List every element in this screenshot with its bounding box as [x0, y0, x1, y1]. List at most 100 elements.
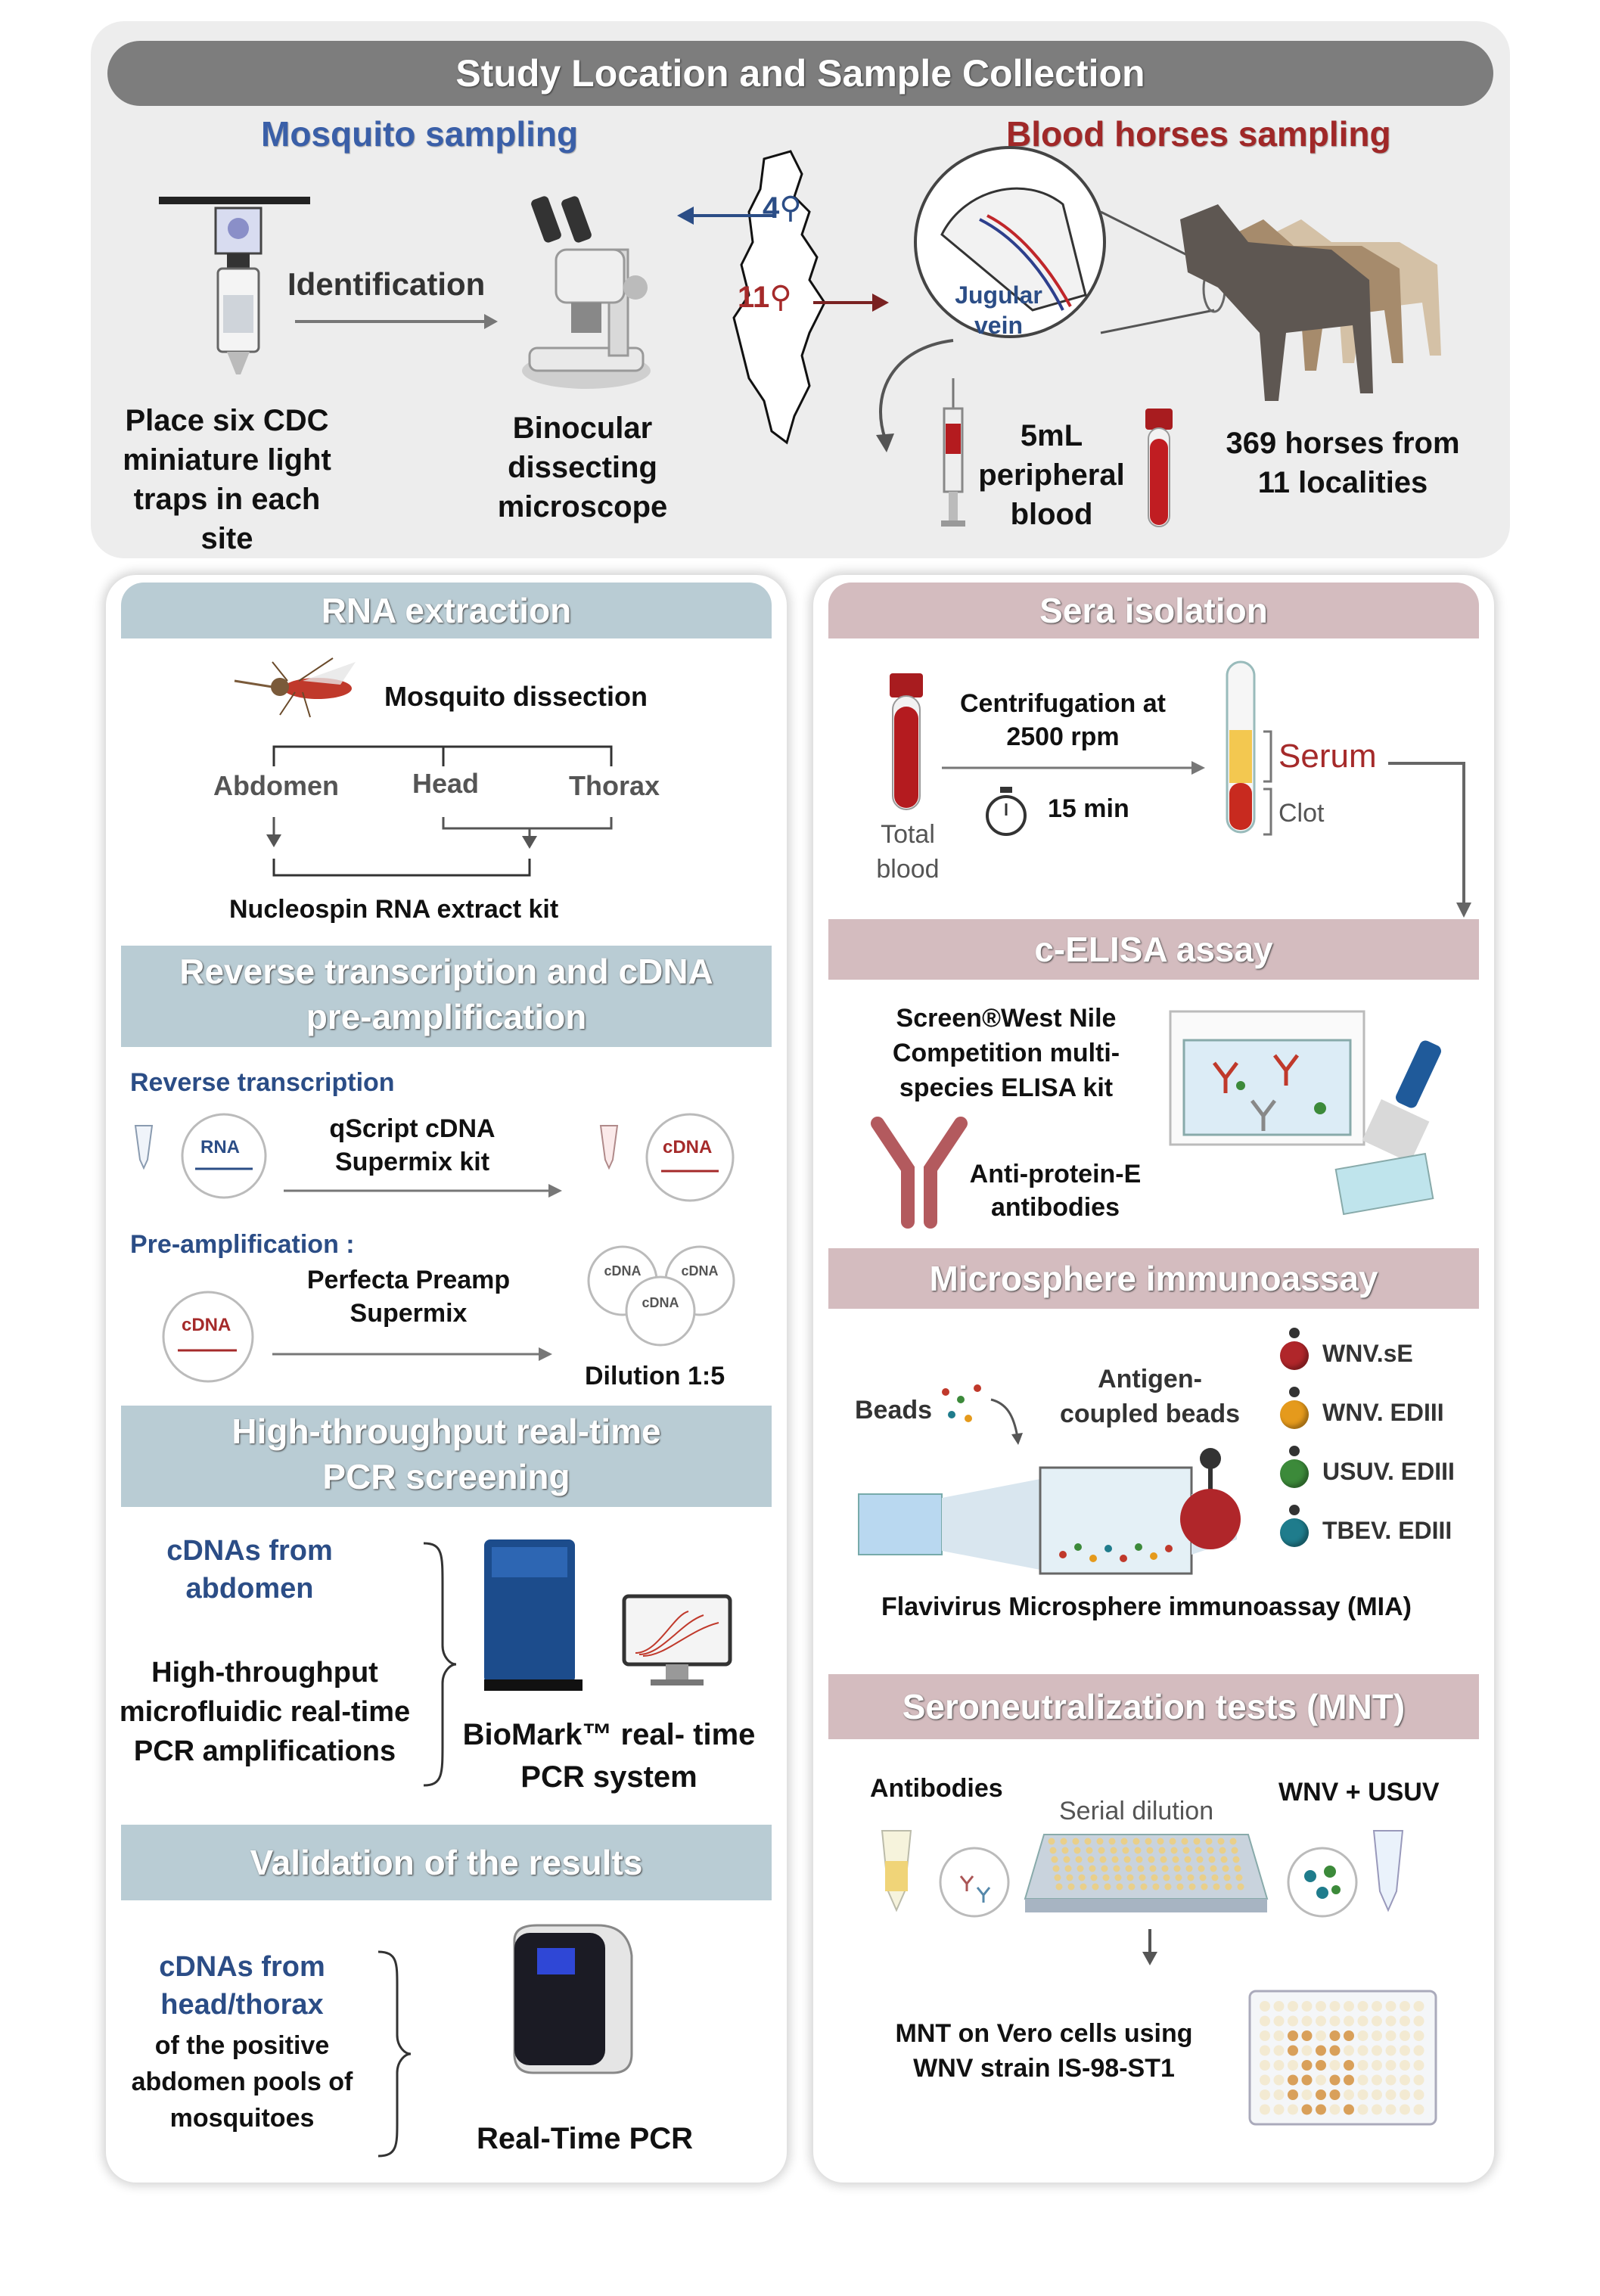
plate-well — [1260, 2030, 1270, 2041]
mnt-description: MNT on Vero cells using WNV strain IS-98… — [895, 2019, 1193, 2083]
biomark-system-label: BioMark™ real- time PCR system — [462, 1718, 756, 1794]
plate-well — [1061, 1847, 1069, 1854]
thorax-label: Thorax — [569, 770, 660, 801]
plate-well — [1126, 1874, 1134, 1881]
plate-well — [1316, 2001, 1326, 2012]
plate-well — [1237, 1883, 1244, 1891]
light-trap-icon — [159, 197, 310, 374]
plate-well — [1273, 2030, 1285, 2041]
plate-well — [1073, 1847, 1081, 1854]
plate-well — [1211, 1874, 1219, 1881]
plate-well — [1148, 1856, 1155, 1863]
legend-item: TBEV. EDIII — [1278, 1505, 1483, 1564]
plate-well — [1301, 2045, 1313, 2056]
plate-well — [1400, 2001, 1410, 2012]
plate-well — [1232, 1856, 1240, 1863]
plate-well — [1151, 1874, 1158, 1881]
plate-well — [1260, 2104, 1270, 2115]
vero-plate-icon — [1248, 1990, 1437, 2126]
plate-well — [1051, 1856, 1058, 1863]
plate-well — [1136, 1856, 1143, 1863]
preamp-label: Pre-amplification : — [130, 1230, 355, 1259]
stopwatch-icon — [986, 787, 1027, 836]
plate-well — [1260, 2060, 1270, 2071]
preamp-arrow — [272, 1347, 552, 1361]
plate-well — [1316, 2089, 1326, 2100]
plate-well — [1400, 2045, 1410, 2056]
plate-well — [1052, 1865, 1060, 1872]
bead-icon — [1280, 1518, 1309, 1547]
plate-well — [1104, 1883, 1111, 1891]
plate-well — [1160, 1856, 1167, 1863]
plate-well — [1301, 2015, 1313, 2027]
plate-well — [1199, 1874, 1207, 1881]
plate-well — [1201, 1883, 1208, 1891]
plate-well — [1400, 2030, 1410, 2041]
plate-well — [1260, 2045, 1270, 2056]
plate-well — [1372, 2104, 1382, 2115]
plate-well — [1413, 2045, 1424, 2056]
time-label: 15 min — [1048, 794, 1129, 823]
plate-well — [1048, 1838, 1055, 1845]
plate-well — [1152, 1883, 1160, 1891]
plate-well — [1140, 1883, 1148, 1891]
mosquito-sampling-title: Mosquito sampling — [261, 114, 579, 154]
plate-well — [1385, 2045, 1397, 2056]
plate-well — [1067, 1883, 1075, 1891]
plate-well — [1357, 2045, 1369, 2056]
plate-well — [1400, 2060, 1410, 2071]
plate-well — [1120, 1838, 1128, 1845]
plate-well — [1229, 1838, 1237, 1845]
plate-well — [1385, 2089, 1397, 2100]
plate-well — [1086, 1847, 1093, 1854]
biomark-instrument-icon — [484, 1539, 583, 1691]
pipette-plate-icon — [1334, 1040, 1441, 1216]
serum-bracket — [1263, 730, 1272, 836]
plate-well — [1235, 1874, 1243, 1881]
validation-header: Validation of the results — [121, 1825, 772, 1900]
plate-well — [1260, 2089, 1270, 2100]
abdomen-label: Abdomen — [213, 770, 339, 801]
plate-well — [1101, 1865, 1108, 1872]
mosquito-dissection-label: Mosquito dissection — [384, 681, 648, 712]
plate-well — [1108, 1838, 1116, 1845]
plate-well — [1158, 1847, 1166, 1854]
plate-well — [1169, 1838, 1176, 1845]
nucleospin-kit-label: Nucleospin RNA extract kit — [229, 895, 559, 924]
plate-well — [1273, 2074, 1285, 2086]
plate-well — [1288, 2001, 1298, 2012]
microsphere-reader-icon — [858, 1466, 1237, 1575]
jugular-vein-label: Jugular vein — [955, 281, 1042, 339]
realtime-pcr-label: Real-Time PCR — [477, 2122, 694, 2155]
cdna-tag: cDNA — [604, 1263, 642, 1278]
virus-circle-icon — [1287, 1847, 1358, 1918]
plate-well — [1182, 1847, 1190, 1854]
blood-volume-caption: 5mL peripheral blood — [978, 419, 1125, 531]
plate-well — [1288, 2030, 1298, 2041]
plate-well — [1219, 1847, 1226, 1854]
legend-item: USUV. EDIII — [1278, 1446, 1483, 1505]
antibodies-label: Antibodies — [870, 1774, 1003, 1803]
plate-well — [1288, 2089, 1298, 2100]
rna-circle-icon — [181, 1113, 267, 1199]
rna-tag: RNA — [200, 1137, 240, 1157]
plate-well — [1273, 2045, 1285, 2056]
plate-well — [1316, 2074, 1326, 2086]
antibody-tube-icon — [881, 1830, 912, 1912]
beads-scatter-icon — [942, 1384, 1023, 1445]
plate-well — [1137, 1865, 1145, 1872]
right-workflow-panel — [813, 575, 1494, 2183]
legend-label: USUV. EDIII — [1322, 1458, 1455, 1485]
plate-well — [1260, 2001, 1270, 2012]
cdna-circle-icon — [162, 1291, 254, 1383]
plate-well — [1344, 2074, 1354, 2086]
plate-well — [1344, 2030, 1354, 2041]
plate-well — [1385, 2015, 1397, 2027]
plate-well — [1329, 2060, 1341, 2071]
plate-well — [1054, 1874, 1061, 1881]
plate-well — [1195, 1847, 1202, 1854]
plate-well — [1413, 2060, 1424, 2071]
curved-arrow — [876, 339, 954, 452]
plate-well — [1316, 2015, 1326, 2027]
